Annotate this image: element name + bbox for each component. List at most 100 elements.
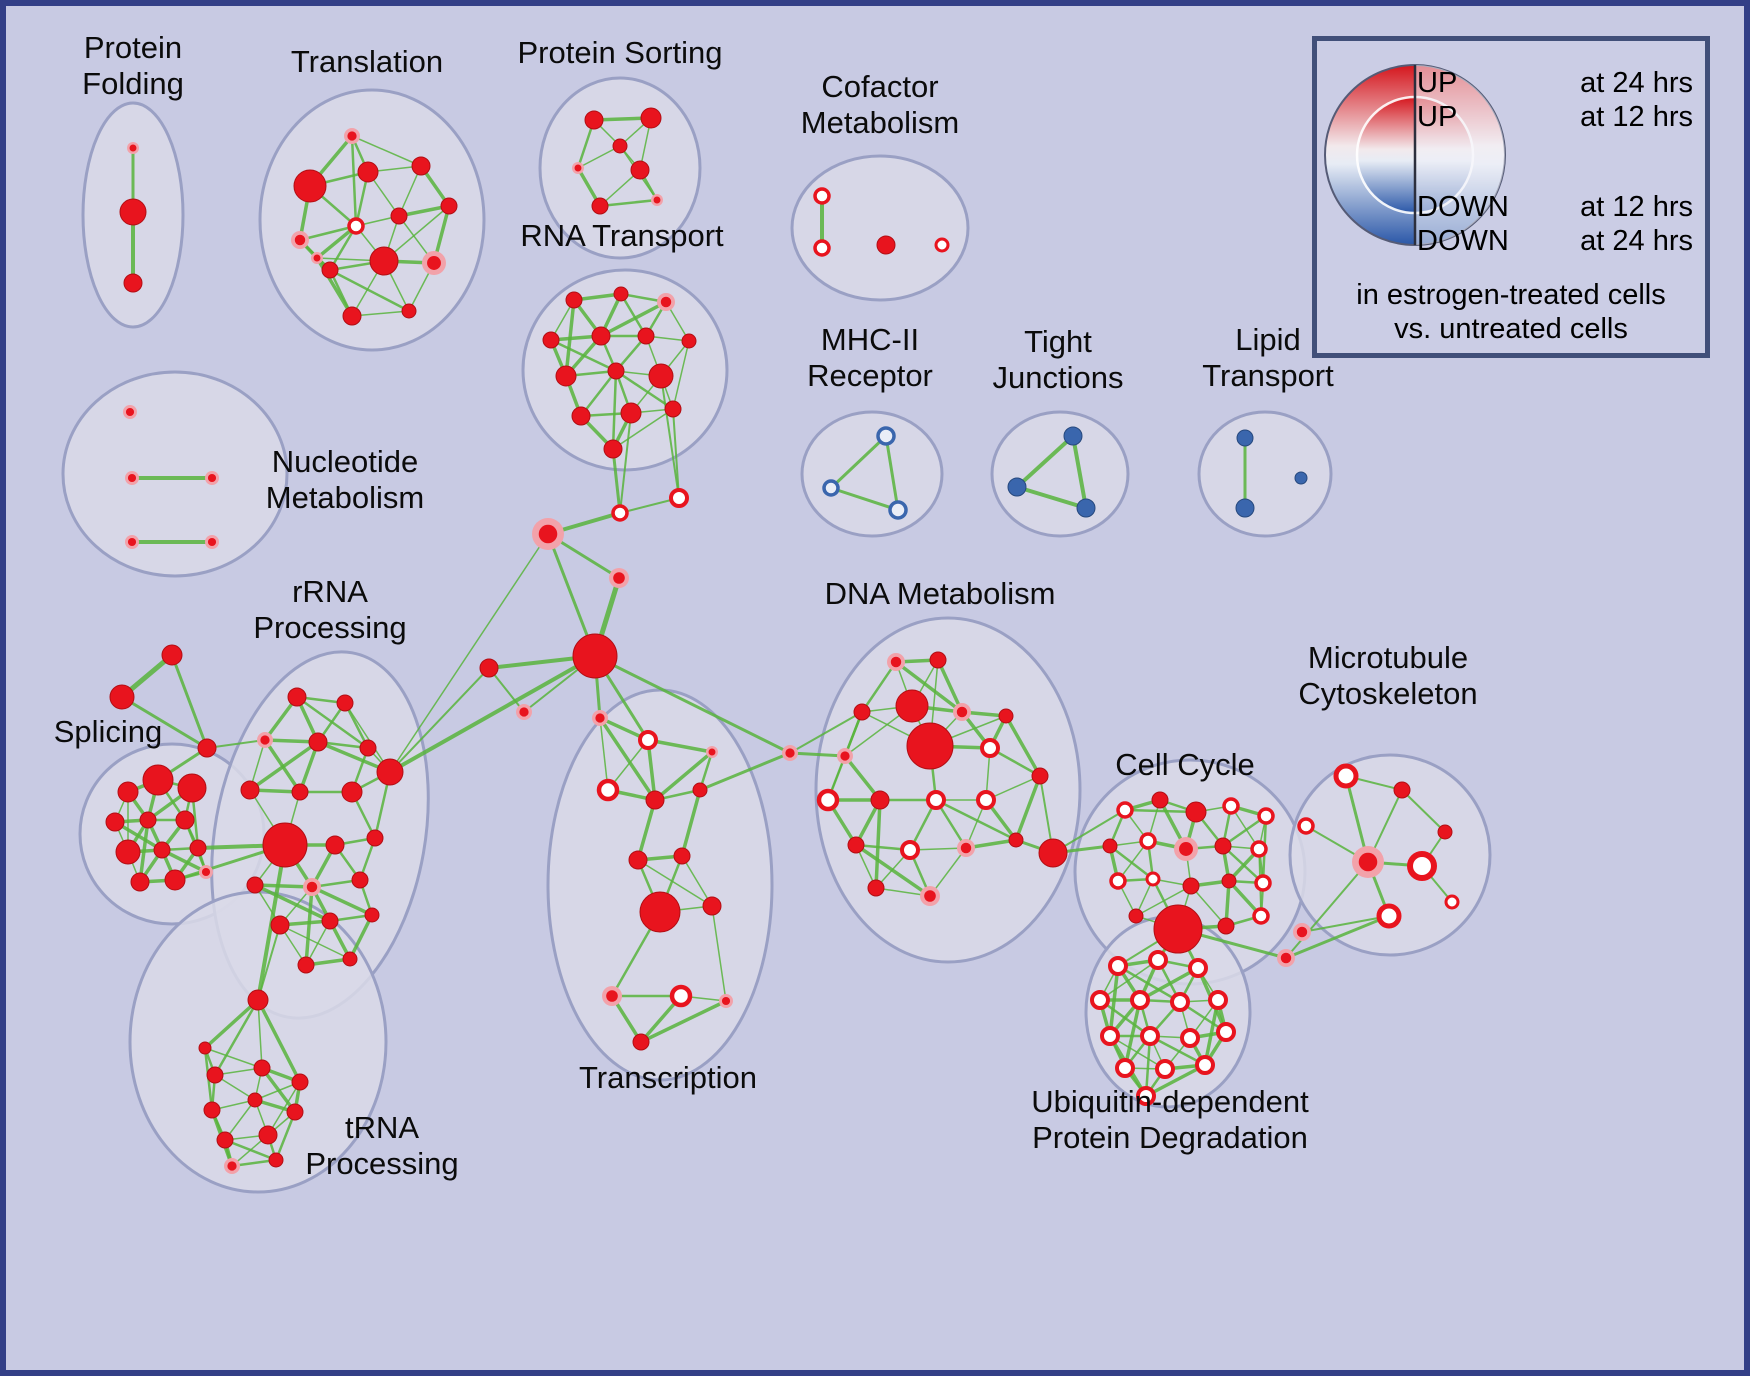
network-node	[572, 633, 618, 679]
network-edge	[599, 717, 609, 791]
network-node	[440, 197, 458, 215]
network-edge	[829, 486, 900, 512]
network-node	[247, 1092, 263, 1108]
network-edge	[1144, 1063, 1207, 1098]
network-node	[620, 402, 642, 424]
network-edge	[1071, 434, 1088, 510]
network-node	[1352, 846, 1384, 878]
cluster-label-lipid: Lipid	[1235, 322, 1301, 357]
network-edge	[884, 434, 900, 512]
cluster-label-nucleotide: Metabolism	[266, 480, 425, 515]
network-node	[291, 783, 309, 801]
network-edge	[350, 134, 358, 228]
network-node	[1188, 958, 1208, 978]
cluster-label-ubiquitin: Protein Degradation	[1032, 1120, 1308, 1155]
network-node	[325, 835, 345, 855]
cluster-ellipse-tight	[990, 410, 1130, 538]
network-edge	[619, 497, 680, 514]
network-node	[900, 840, 920, 860]
network-node	[591, 326, 611, 346]
network-edge	[612, 408, 674, 450]
legend-up-24-time: at 24 hrs	[1580, 67, 1693, 99]
cluster-label-dna: DNA Metabolism	[825, 576, 1056, 611]
network-node	[321, 261, 339, 279]
network-node	[1063, 426, 1083, 446]
network-edge	[213, 998, 260, 1077]
network-node	[669, 488, 689, 508]
cluster-label-protein_folding: Protein	[84, 30, 182, 65]
network-node	[591, 197, 609, 215]
network-node	[847, 836, 865, 854]
network-edge	[1138, 966, 1200, 1002]
network-node	[175, 810, 195, 830]
network-node	[976, 790, 996, 810]
network-node	[596, 778, 620, 802]
network-node	[161, 644, 183, 666]
network-node	[351, 871, 369, 889]
network-node	[870, 790, 890, 810]
network-node	[657, 293, 675, 311]
network-node	[1195, 1055, 1215, 1075]
network-node	[1393, 781, 1411, 799]
network-edge	[593, 654, 792, 755]
network-node	[369, 246, 399, 276]
network-edge	[1004, 714, 1042, 778]
network-edge	[388, 654, 597, 774]
legend: UP at 24 hrs UP at 12 hrs DOWN at 12 hrs…	[1312, 36, 1710, 358]
network-node	[1277, 949, 1295, 967]
network-node	[673, 847, 691, 865]
cluster-label-microtubule: Microtubule	[1308, 640, 1468, 675]
cluster-label-microtubule: Cytoskeleton	[1298, 676, 1477, 711]
network-node	[813, 187, 831, 205]
network-node	[303, 878, 321, 896]
network-node	[401, 303, 417, 319]
network-edge	[256, 998, 302, 1084]
network-edge	[639, 999, 728, 1044]
network-edge	[295, 695, 370, 750]
network-node	[1297, 817, 1315, 835]
cluster-label-rrna: rRNA	[292, 574, 368, 609]
network-node	[1151, 791, 1169, 809]
network-edge	[257, 924, 281, 1001]
network-node	[953, 703, 971, 721]
network-node	[1136, 1086, 1156, 1106]
network-node	[127, 142, 139, 154]
network-node	[1217, 917, 1235, 935]
network-node	[609, 568, 629, 588]
network-edge	[653, 750, 714, 802]
network-node	[1250, 840, 1268, 858]
network-node	[702, 896, 722, 916]
network-node	[1252, 907, 1270, 925]
legend-up-12-word: UP	[1417, 101, 1458, 133]
network-edge	[351, 310, 410, 317]
network-edge	[298, 224, 358, 242]
network-node	[906, 722, 954, 770]
network-node	[542, 331, 560, 349]
network-node	[1140, 1026, 1160, 1046]
network-node	[584, 110, 604, 130]
network-node	[105, 812, 125, 832]
network-node	[957, 839, 975, 857]
cluster-label-trna: Processing	[305, 1146, 458, 1181]
cluster-ellipse-cofactor	[790, 154, 970, 302]
network-edge	[1099, 959, 1159, 1001]
cluster-label-rrna: Processing	[253, 610, 406, 645]
network-edge	[894, 660, 964, 714]
legend-up-12-time: at 12 hrs	[1580, 101, 1693, 133]
network-node	[342, 951, 358, 967]
network-node	[1108, 956, 1128, 976]
network-node	[611, 504, 629, 522]
network-node	[681, 333, 697, 349]
legend-updown-circle	[1324, 64, 1506, 246]
cluster-ellipse-lipid	[1197, 410, 1333, 538]
network-node	[270, 915, 290, 935]
network-node	[1128, 908, 1144, 924]
network-edge	[1284, 914, 1391, 960]
network-edge	[660, 375, 680, 499]
network-node	[1254, 874, 1272, 892]
network-edge	[788, 751, 847, 758]
network-edge	[248, 740, 320, 792]
network-node	[411, 156, 431, 176]
network-node	[638, 730, 658, 750]
